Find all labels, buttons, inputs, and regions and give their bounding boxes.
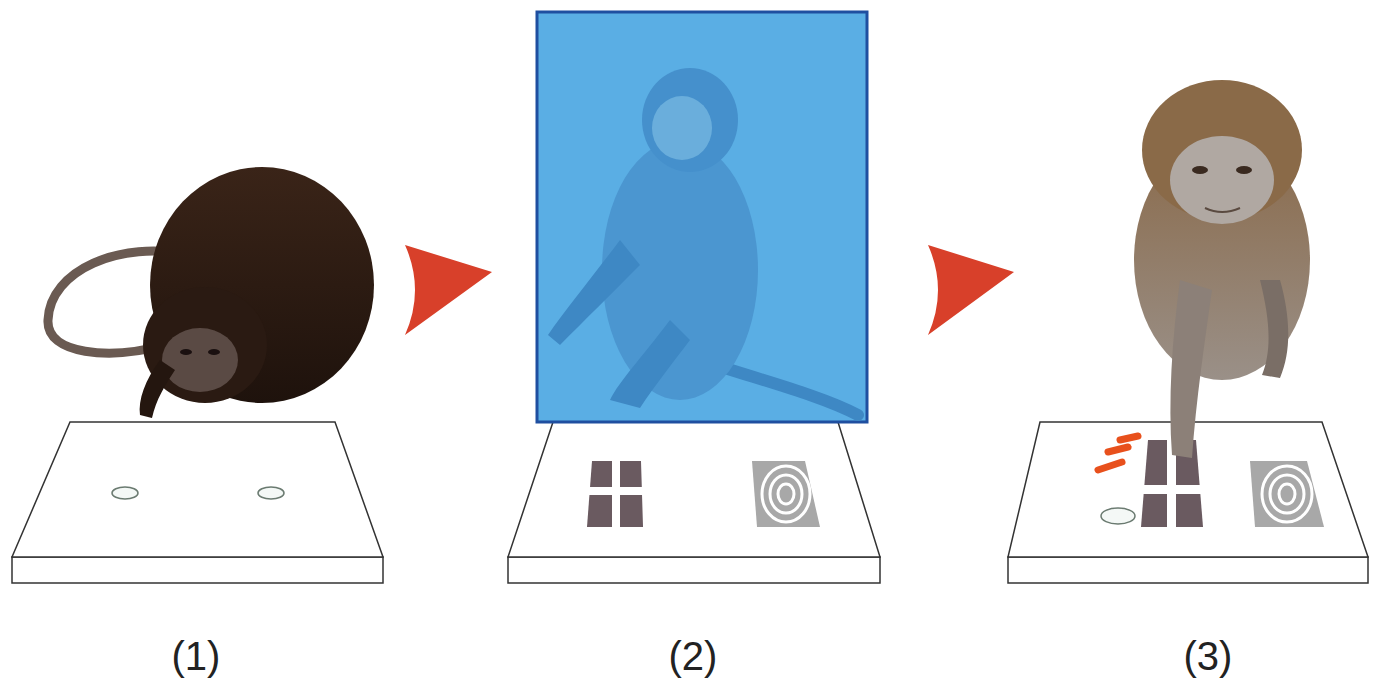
- monkey-mouth: [1205, 208, 1240, 212]
- tray-side: [508, 557, 880, 583]
- monkey-eye: [1236, 166, 1252, 174]
- tray-top: [12, 422, 383, 557]
- panel-2: [508, 12, 880, 583]
- ring: [1262, 466, 1312, 522]
- tray-side: [1008, 557, 1368, 583]
- monkey-face: [1170, 136, 1274, 224]
- monkey-arm: [1260, 280, 1288, 378]
- monkey-eye: [1192, 166, 1208, 174]
- panel-1: [12, 167, 383, 583]
- tray-side: [12, 557, 383, 583]
- cross-bar: [612, 461, 620, 527]
- circles-card: [752, 461, 820, 527]
- ring: [770, 475, 802, 513]
- tray-top: [508, 422, 880, 557]
- monkey-arm: [140, 360, 175, 418]
- press-burst: [1098, 462, 1122, 470]
- monkey-arm: [1170, 280, 1212, 458]
- button: [112, 487, 138, 499]
- monkey-eye: [208, 349, 220, 355]
- step-arrow: [928, 245, 1014, 335]
- ring: [762, 466, 810, 522]
- monkey-eye: [180, 349, 192, 355]
- step-number: (3): [1184, 634, 1233, 679]
- button: [1101, 508, 1135, 524]
- monkey-arm: [610, 320, 690, 408]
- monkey-arm: [548, 240, 640, 345]
- monkey-face: [162, 328, 238, 392]
- monkey-face: [652, 96, 712, 160]
- press-burst: [1120, 436, 1138, 440]
- press-burst: [1108, 447, 1128, 452]
- step-number: (1): [172, 634, 221, 679]
- cross-card: [587, 461, 643, 527]
- step-arrow: [405, 245, 492, 335]
- ring: [1279, 484, 1295, 504]
- step-number: (2): [669, 634, 718, 679]
- ring: [778, 484, 794, 504]
- circles-card: [1250, 461, 1324, 527]
- panel-3: [1008, 80, 1368, 583]
- screen-overlay: [537, 12, 867, 422]
- ring: [1270, 475, 1304, 513]
- button: [258, 487, 284, 499]
- monkey-head: [642, 68, 738, 172]
